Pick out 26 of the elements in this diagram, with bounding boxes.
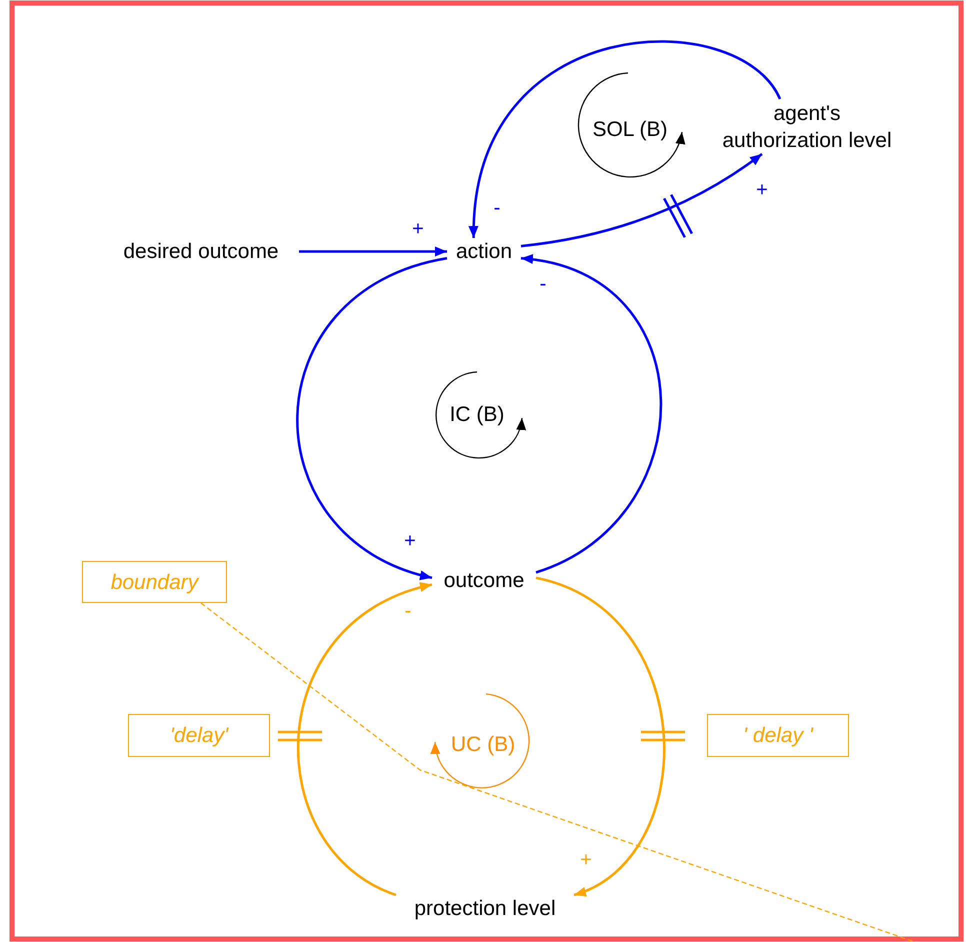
polarity-sign: + [580,850,592,870]
variable-label: agent's authorization level [717,99,897,154]
arrow [296,257,448,579]
arrow [520,255,662,574]
loop-label: UC (B) [450,732,516,758]
arrow [536,576,665,896]
polarity-sign: + [404,531,416,551]
arrow [470,40,782,238]
boundary-line [200,602,916,942]
arrow [520,152,763,248]
arrow [297,583,432,896]
polarity-sign: - [540,274,546,294]
polarity-sign: + [412,219,424,239]
loop-label: IC (B) [450,402,504,428]
arrow [299,246,447,256]
polarity-sign: - [404,601,412,621]
variable-label: desired outcome [103,238,299,265]
variable-label: action [447,238,521,265]
polarity-sign: + [756,180,768,200]
variable-label: protection level [396,895,574,922]
variable-label: outcome [432,567,536,594]
annotation-box: ' delay ' [707,714,849,757]
annotation-box: boundary [82,561,227,603]
loop-label: SOL (B) [592,117,668,143]
polarity-sign: - [494,198,500,218]
annotation-box: 'delay' [128,714,270,757]
